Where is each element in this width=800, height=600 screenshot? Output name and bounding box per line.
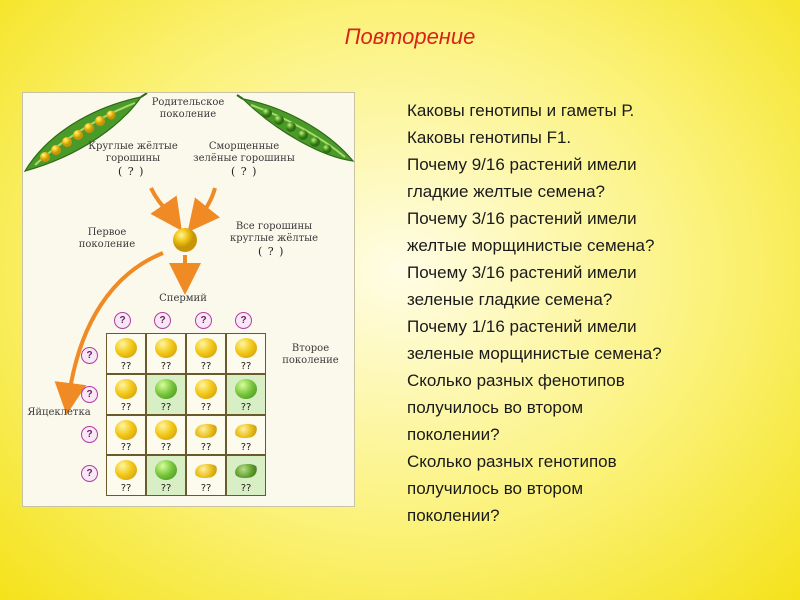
punnett-cell: ?? xyxy=(227,415,265,455)
green-pea-pod-icon xyxy=(236,94,355,162)
sperm-gamete-marker: ? xyxy=(235,312,252,329)
all-peas-genotype-marker: ( ? ) xyxy=(258,245,285,258)
parent-generation-label: Родительское поколение xyxy=(151,97,225,120)
question-list: Каковы генотипы и гаметы Р. Каковы геноти… xyxy=(407,97,797,529)
punnett-cell: ?? xyxy=(147,456,185,495)
sperm-gamete-marker: ? xyxy=(114,312,131,329)
round-yellow-pea-icon xyxy=(115,338,137,358)
round-green-pea-icon xyxy=(235,378,257,399)
cell-genotype-marker: ?? xyxy=(240,483,252,494)
question-line: гладкие желтые семена? xyxy=(407,182,605,201)
punnett-cell: ?? xyxy=(187,374,225,414)
wrinkled-green-label: Сморщенные зелёные горошины xyxy=(193,141,295,164)
punnett-cell: ?? xyxy=(147,374,185,414)
round-yellow-pea-icon xyxy=(115,419,137,440)
first-generation-label: Первое поколение xyxy=(78,227,136,250)
egg-gamete-marker: ? xyxy=(81,386,98,403)
question-line: Почему 9/16 растений имели xyxy=(407,155,637,174)
egg-cell-label: Яйцеклетка xyxy=(27,407,91,418)
punnett-cell: ?? xyxy=(147,415,185,455)
arrow-icon xyxy=(187,187,220,233)
cell-genotype-marker: ?? xyxy=(160,483,172,494)
cell-genotype-marker: ?? xyxy=(120,360,132,372)
question-line: Почему 1/16 растений имели xyxy=(407,317,637,336)
cell-genotype-marker: ?? xyxy=(160,360,172,372)
dihybrid-cross-figure: Родительское поколение Круглые жёлтые го… xyxy=(22,92,355,507)
round-green-pea-icon xyxy=(155,460,177,481)
round-yellow-pea-icon xyxy=(155,419,177,440)
question-line: Сколько разных фенотипов xyxy=(407,371,625,390)
round-yellow-genotype-marker: ( ? ) xyxy=(118,165,145,178)
wrinkled-green-pea-icon xyxy=(234,462,258,480)
question-line: поколении? xyxy=(407,425,500,444)
punnett-cell: ?? xyxy=(187,334,225,373)
question-line: Каковы генотипы и гаметы Р. xyxy=(407,101,635,120)
cell-genotype-marker: ?? xyxy=(160,401,172,413)
f1-pea-icon xyxy=(173,228,197,252)
sperm-label: Спермий xyxy=(159,293,207,304)
round-yellow-pea-icon xyxy=(155,338,177,358)
cell-genotype-marker: ?? xyxy=(120,442,132,454)
cell-genotype-marker: ?? xyxy=(200,401,212,413)
punnett-cell: ?? xyxy=(187,456,225,495)
punnett-cell: ?? xyxy=(107,374,145,414)
question-line: зеленые гладкие семена? xyxy=(407,290,613,309)
round-yellow-pea-icon xyxy=(195,378,217,399)
cell-genotype-marker: ?? xyxy=(120,483,132,494)
round-green-pea-icon xyxy=(155,378,177,399)
cell-genotype-marker: ?? xyxy=(240,442,252,454)
sperm-gamete-marker: ? xyxy=(195,312,212,329)
egg-gamete-marker: ? xyxy=(81,347,98,364)
punnett-cell: ?? xyxy=(227,456,265,495)
arrow-icon xyxy=(54,251,164,415)
cell-genotype-marker: ?? xyxy=(200,483,212,494)
question-line: получилось во втором xyxy=(407,398,584,417)
sperm-gamete-marker: ? xyxy=(154,312,171,329)
arrow-icon xyxy=(149,187,182,231)
punnett-cell: ?? xyxy=(227,374,265,414)
cell-genotype-marker: ?? xyxy=(120,401,132,413)
round-yellow-pea-icon xyxy=(195,338,217,358)
wrinkled-yellow-pea-icon xyxy=(234,422,258,439)
question-line: Почему 3/16 растений имели xyxy=(407,209,637,228)
punnett-square: ???????????????????????????????? xyxy=(106,333,266,496)
wrinkled-green-genotype-marker: ( ? ) xyxy=(231,165,258,178)
cell-genotype-marker: ?? xyxy=(200,442,212,454)
yellow-pea-pod-icon xyxy=(23,93,148,172)
punnett-cell: ?? xyxy=(107,456,145,495)
cell-genotype-marker: ?? xyxy=(240,360,252,372)
slide-title: Повторение xyxy=(344,24,476,49)
punnett-cell: ?? xyxy=(107,334,145,373)
round-yellow-pea-icon xyxy=(115,460,137,481)
cell-genotype-marker: ?? xyxy=(240,401,252,413)
egg-gamete-marker: ? xyxy=(81,465,98,482)
cell-genotype-marker: ?? xyxy=(200,360,212,372)
punnett-cell: ?? xyxy=(107,415,145,455)
figure-drawing xyxy=(23,93,355,415)
round-yellow-pea-icon xyxy=(235,338,257,358)
punnett-cell: ?? xyxy=(187,415,225,455)
wrinkled-yellow-pea-icon xyxy=(194,462,218,480)
question-line: Сколько разных генотипов xyxy=(407,452,617,471)
question-line: желтые морщинистые семена? xyxy=(407,236,655,255)
question-line: зеленые морщинистые семена? xyxy=(407,344,662,363)
round-yellow-label: Круглые жёлтые горошины xyxy=(88,141,178,164)
question-line: Каковы генотипы F1. xyxy=(407,128,572,147)
all-peas-label: Все горошины круглые жёлтые xyxy=(229,221,319,244)
wrinkled-yellow-pea-icon xyxy=(194,422,218,439)
round-yellow-pea-icon xyxy=(115,378,137,399)
cell-genotype-marker: ?? xyxy=(160,442,172,454)
punnett-cell: ?? xyxy=(227,334,265,373)
second-generation-label: Второе поколение xyxy=(282,343,339,366)
punnett-cell: ?? xyxy=(147,334,185,373)
egg-gamete-marker: ? xyxy=(81,426,98,443)
question-line: Почему 3/16 растений имели xyxy=(407,263,637,282)
question-line: получилось во втором xyxy=(407,479,584,498)
question-line: поколении? xyxy=(407,506,500,525)
